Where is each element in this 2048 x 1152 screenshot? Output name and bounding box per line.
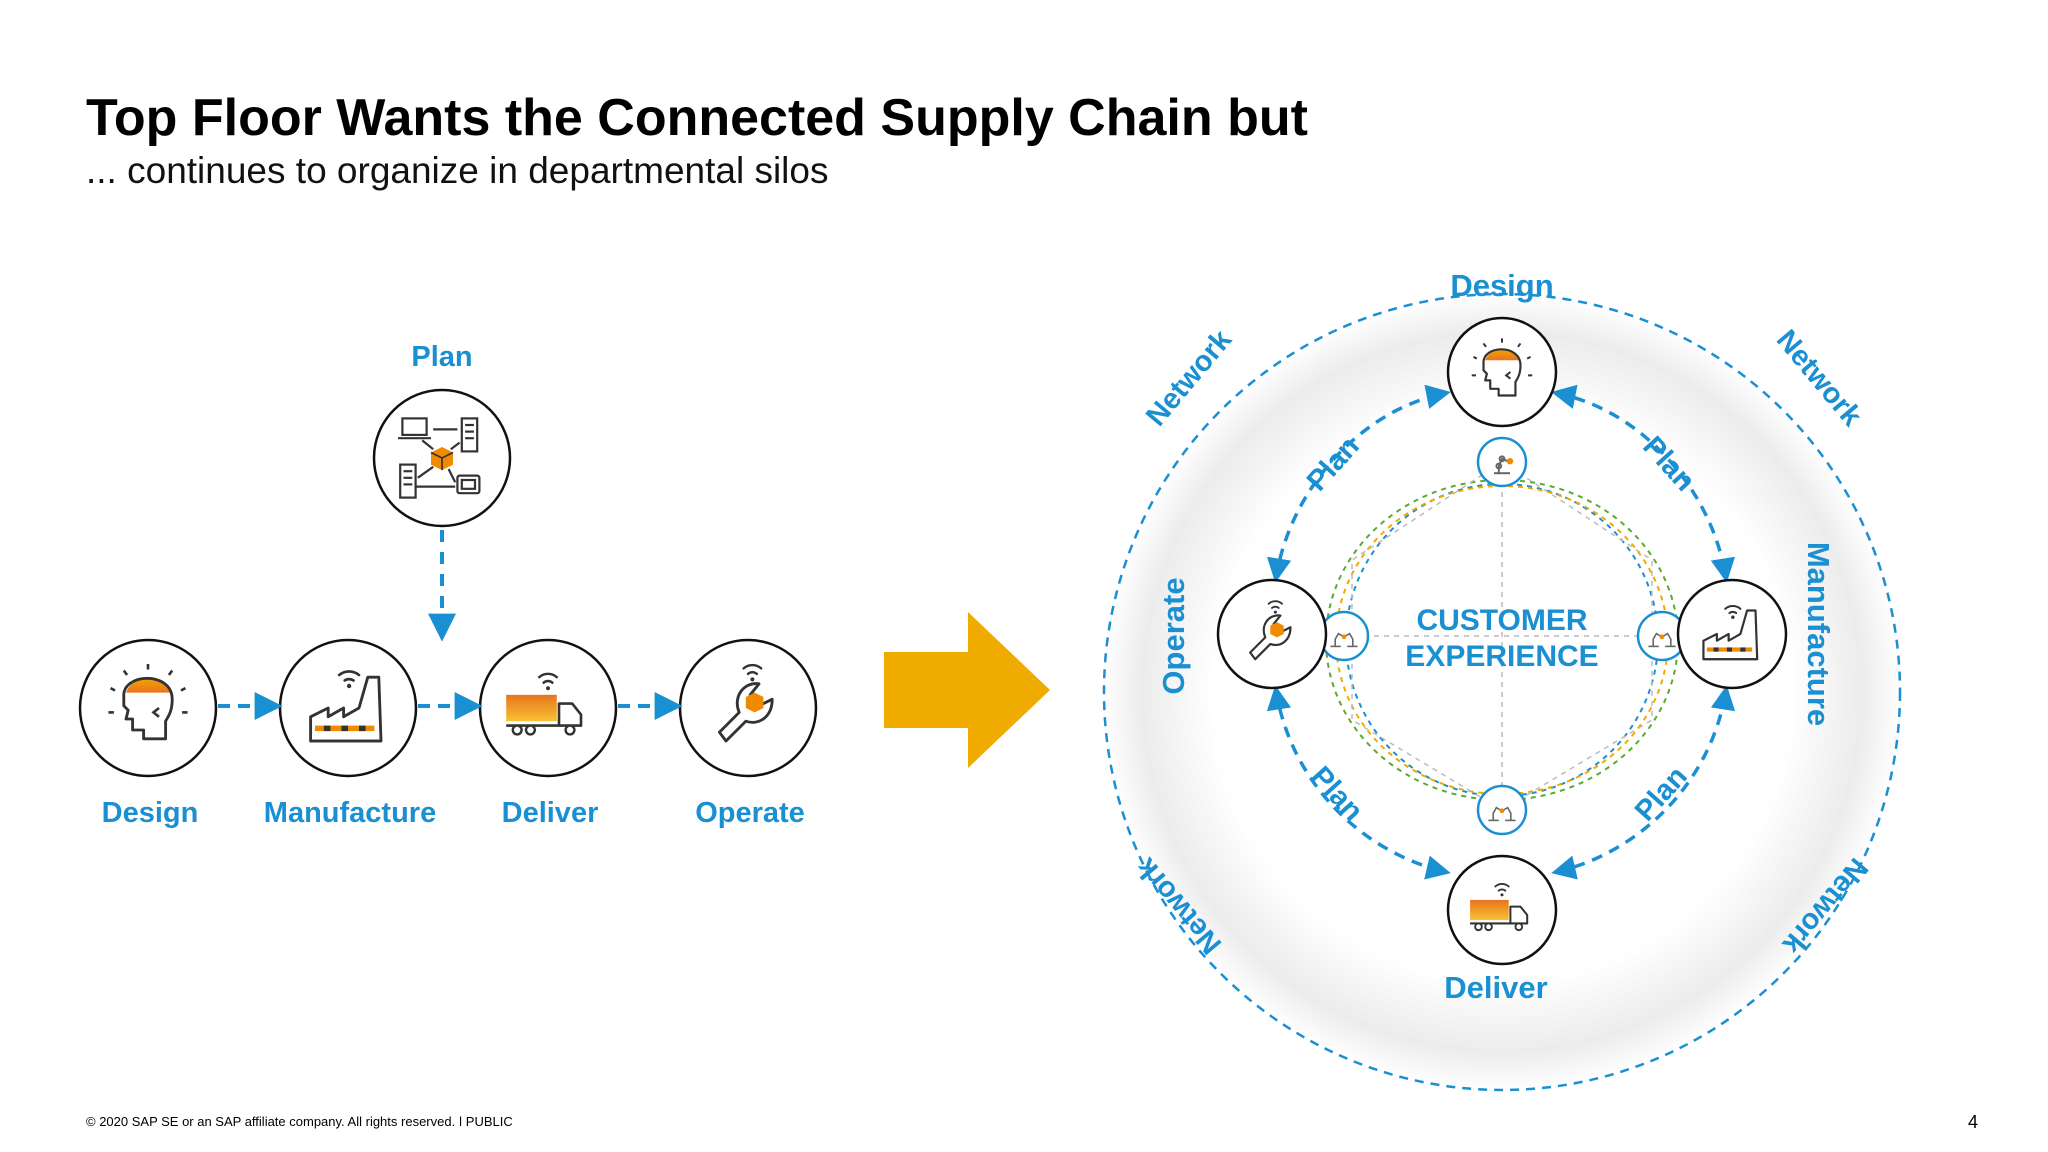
ring-label-deliver: Deliver	[1444, 970, 1547, 1005]
center-text-line1: CUSTOMER	[1416, 604, 1587, 637]
step-label-design: Design	[102, 797, 199, 829]
ring-label-manufacture: Manufacture	[1801, 542, 1836, 726]
transition-arrow	[884, 612, 1050, 768]
network-ring	[1102, 292, 1902, 1092]
plan-arrows	[1266, 384, 1736, 880]
page-subtitle: ... continues to organize in departmenta…	[86, 150, 829, 191]
ring-design-node	[1446, 316, 1558, 428]
step-label-operate: Operate	[695, 797, 805, 829]
page-title: Top Floor Wants the Connected Supply Cha…	[86, 89, 1308, 147]
silo-diagram: Plan Design Manufacture Deliver Operate	[78, 341, 818, 829]
plan-label: Plan	[411, 341, 472, 373]
step-label-manufacture: Manufacture	[264, 797, 436, 829]
center-text-line2: EXPERIENCE	[1405, 640, 1598, 673]
step-label-deliver: Deliver	[502, 797, 599, 829]
ring-label-operate: Operate	[1156, 577, 1191, 694]
copyright-footer: © 2020 SAP SE or an SAP affiliate compan…	[86, 1114, 513, 1129]
manufacture-node	[278, 638, 418, 778]
connected-diagram: CUSTOMER EXPERIENCE Design Manufacture D…	[1102, 268, 1902, 1092]
ring-label-design: Design	[1450, 268, 1553, 303]
ring-manufacture-node	[1676, 578, 1788, 690]
design-node	[78, 638, 218, 778]
page-number: 4	[1968, 1112, 1979, 1132]
